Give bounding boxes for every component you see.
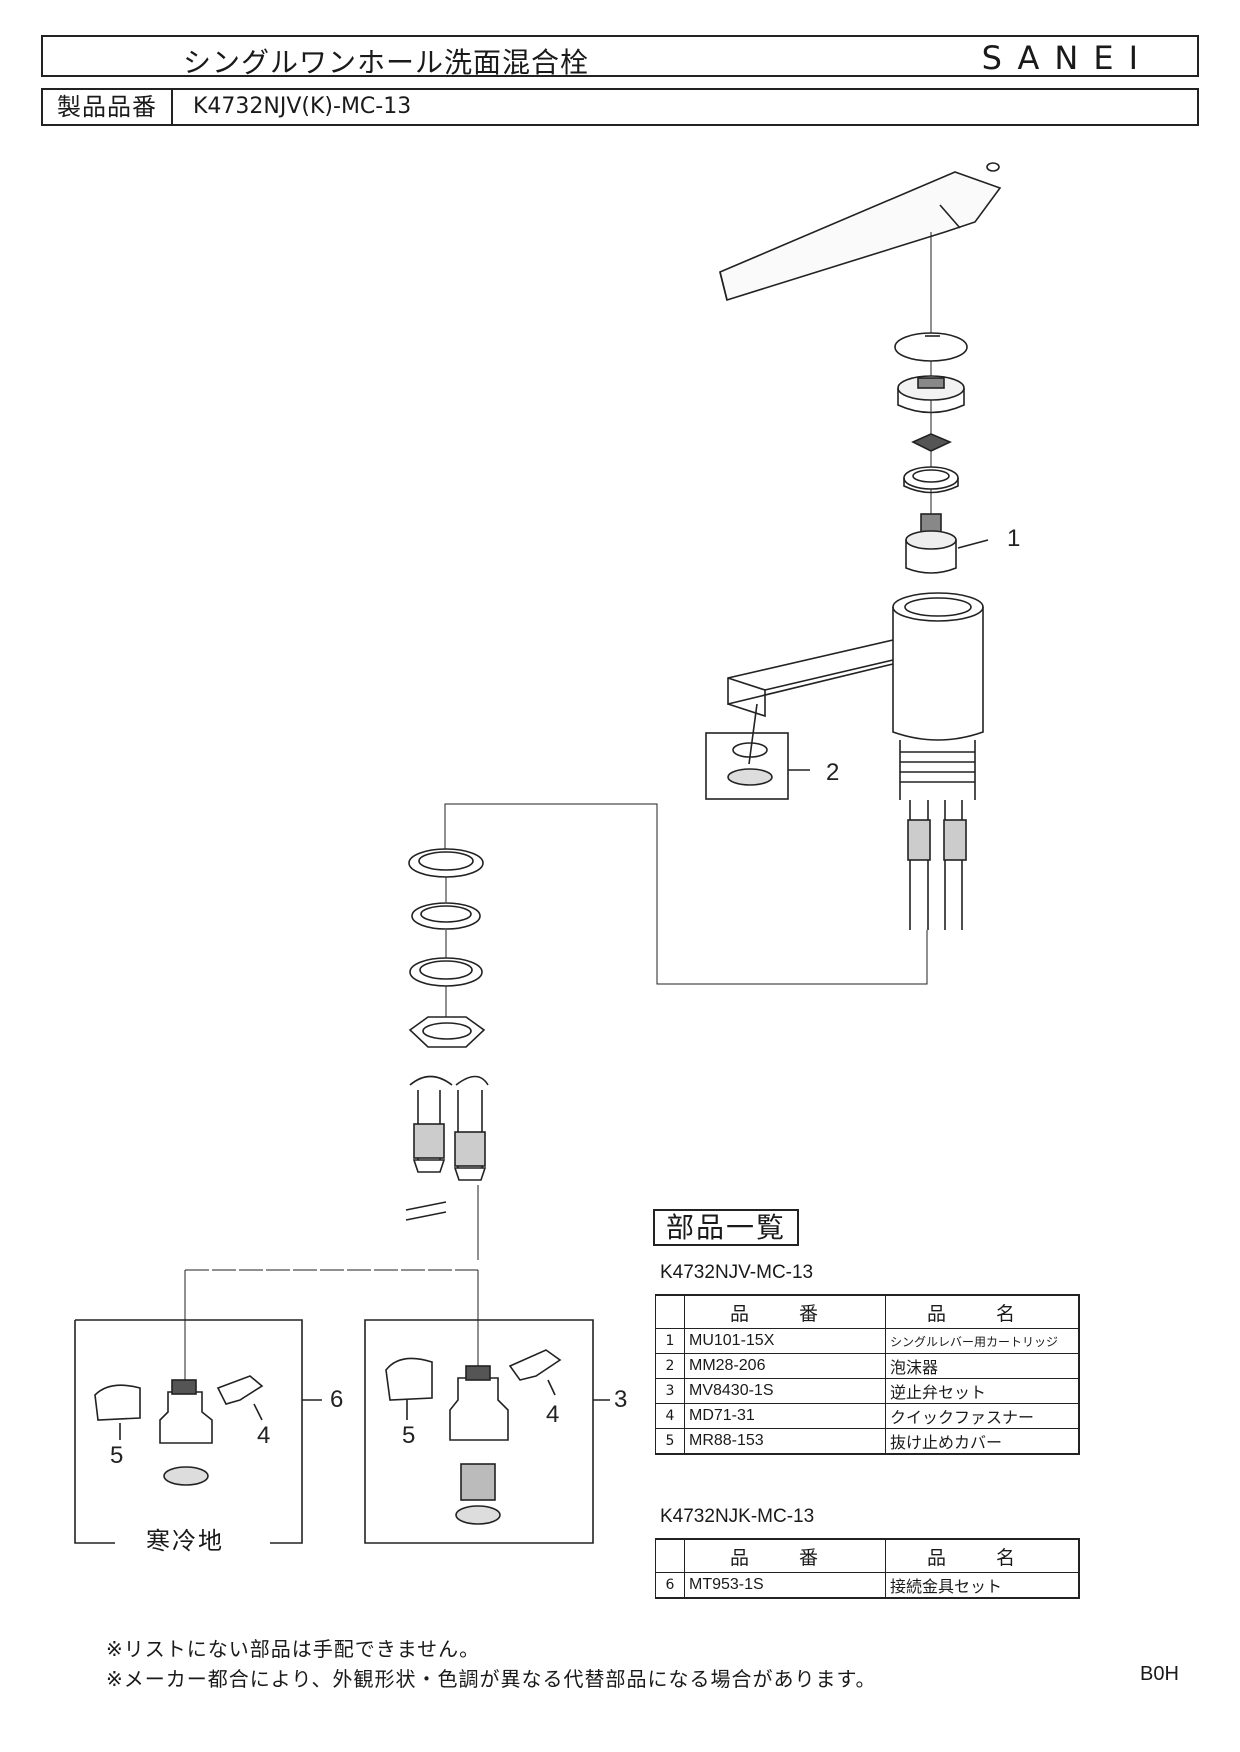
hose-ends (405, 1075, 489, 1221)
note-unavailable: ※リストにない部品は手配できません。 (106, 1637, 481, 1661)
parts-list-heading: 部品一覧 (653, 1209, 799, 1246)
title-bar: シングルワンホール洗面混合栓 SANEI (41, 35, 1199, 79)
parts-table-b: 品 番 品 名 6 MT953-1S 接続金具セット (655, 1538, 1080, 1599)
callout-2: 2 (826, 759, 839, 786)
cold-region-label: 寒冷地 (140, 1521, 230, 1556)
aerator-box (705, 703, 810, 800)
model-label: 製品品番 (43, 90, 173, 124)
column-header-name: 品 名 (885, 1294, 1080, 1329)
cold-region-box (74, 1319, 322, 1544)
callout-5: 5 (402, 1422, 415, 1449)
callout-4: 4 (546, 1401, 559, 1428)
table-row: 5 MR88-153 抜け止めカバー (655, 1428, 1080, 1455)
table-row: 6 MT953-1S 接続金具セット (655, 1572, 1080, 1599)
table-row: 4 MD71-31 クイックファスナー (655, 1403, 1080, 1429)
cartridge-part (905, 513, 989, 574)
small-nut-part (911, 433, 952, 452)
model-number: K4732NJV(K)-MC-13 (193, 94, 412, 119)
supply-hoses (907, 800, 967, 930)
callout-3: 3 (614, 1386, 627, 1413)
cap-ring-part (894, 332, 968, 362)
faucet-body-part (727, 592, 984, 800)
check-valve-box (364, 1319, 610, 1544)
document-code: B0H (1140, 1663, 1179, 1685)
table-b-model: K4732NJK-MC-13 (660, 1506, 815, 1527)
callout-6: 6 (330, 1386, 343, 1413)
parts-table-a: 品 番 品 名 1 MU101-15X シングルレバー用カートリッジ 2 MM2… (655, 1294, 1080, 1455)
bonnet-part (897, 375, 965, 414)
column-header-code: 品 番 (684, 1294, 886, 1329)
note-substitute: ※メーカー都合により、外観形状・色調が異なる代替部品になる場合があります。 (106, 1667, 877, 1691)
table-a-model: K4732NJV-MC-13 (660, 1262, 814, 1283)
product-title: シングルワンホール洗面混合栓 (183, 46, 590, 79)
table-row: 1 MU101-15X シングルレバー用カートリッジ (655, 1328, 1080, 1354)
table-row: 2 MM28-206 泡沫器 (655, 1353, 1080, 1379)
brand-logo: SANEI (981, 39, 1153, 77)
mounting-washers (408, 848, 486, 1048)
seal-ring-part (903, 466, 959, 494)
column-header-name: 品 名 (885, 1538, 1080, 1573)
lever-handle-part (719, 162, 1002, 302)
model-bar: 製品品番 K4732NJV(K)-MC-13 (41, 88, 1199, 126)
callout-5-cold: 5 (110, 1442, 123, 1469)
callout-4-cold: 4 (257, 1422, 270, 1449)
table-row: 3 MV8430-1S 逆止弁セット (655, 1378, 1080, 1404)
column-header-code: 品 番 (684, 1538, 886, 1573)
callout-1: 1 (1007, 525, 1020, 552)
